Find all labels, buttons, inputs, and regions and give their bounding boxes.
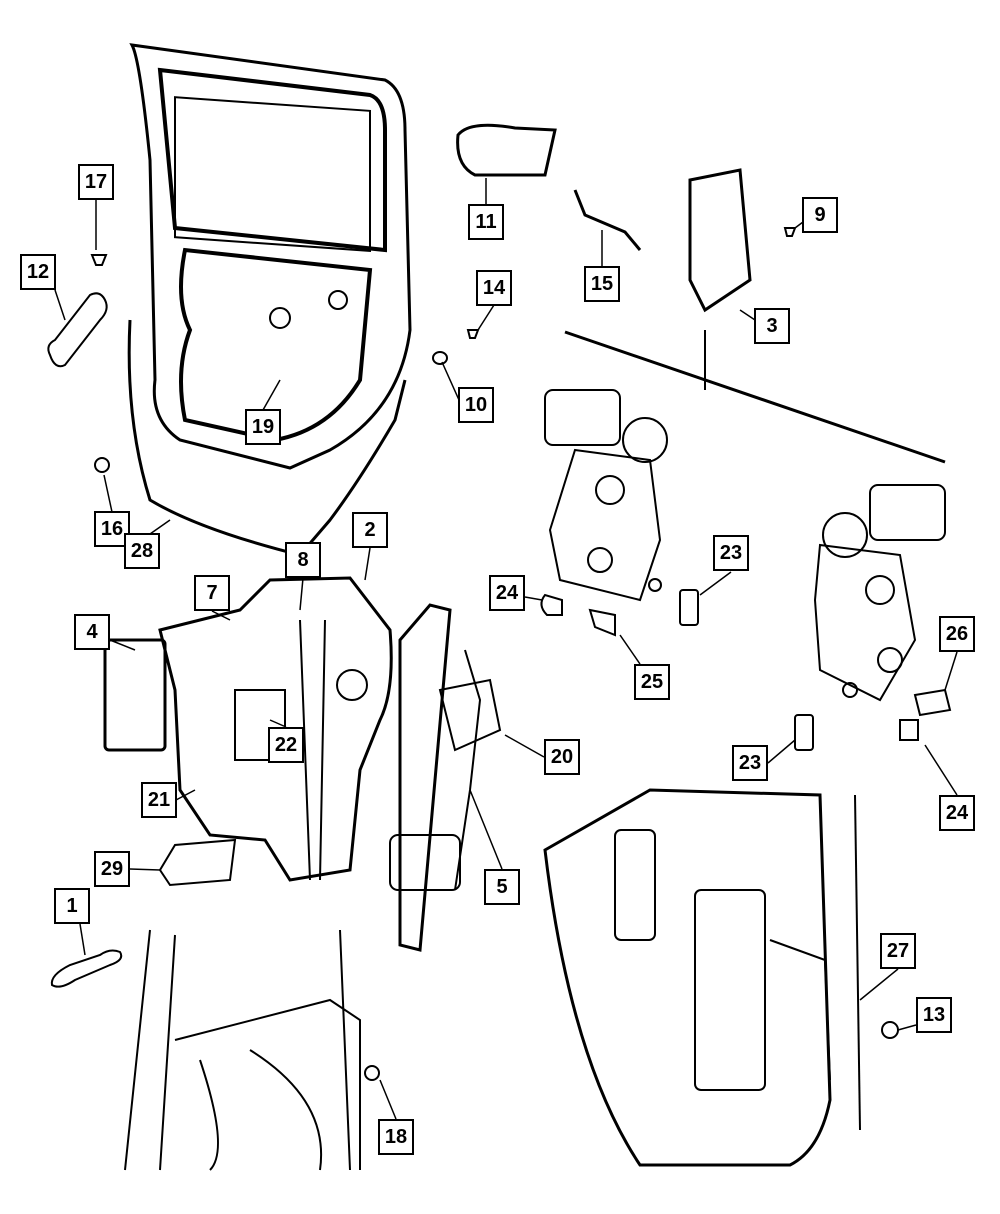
callout-8[interactable]: 8	[285, 542, 321, 578]
callout-9[interactable]: 9	[802, 197, 838, 233]
window-motor-right	[813, 484, 946, 702]
part-15-rod	[573, 189, 642, 251]
part-3-latch	[688, 168, 752, 313]
part-9-screw	[783, 227, 797, 237]
door-frame-upper	[129, 43, 412, 470]
callout-26[interactable]: 26	[939, 616, 975, 652]
part-29-switch	[158, 838, 237, 887]
callout-1[interactable]: 1	[54, 888, 90, 924]
window-motor-left	[544, 389, 668, 602]
window-regulator	[389, 603, 502, 952]
callout-27[interactable]: 27	[880, 933, 916, 969]
callout-29[interactable]: 29	[94, 851, 130, 887]
callout-4[interactable]: 4	[74, 614, 110, 650]
door-frame-lower-right	[543, 788, 861, 1167]
callout-28[interactable]: 28	[124, 533, 160, 569]
divider-line	[564, 330, 946, 464]
callout-3[interactable]: 3	[754, 308, 790, 344]
callout-21[interactable]: 21	[141, 782, 177, 818]
door-frame-lower-left	[124, 929, 361, 1171]
callout-15[interactable]: 15	[584, 266, 620, 302]
part-11-handle	[456, 123, 557, 177]
callout-25[interactable]: 25	[634, 664, 670, 700]
carrier-plate	[103, 576, 393, 882]
callout-19[interactable]: 19	[245, 409, 281, 445]
callout-10[interactable]: 10	[458, 387, 494, 423]
callout-24[interactable]: 24	[939, 795, 975, 831]
callout-17[interactable]: 17	[78, 164, 114, 200]
callout-18[interactable]: 18	[378, 1119, 414, 1155]
part-10-plug	[432, 351, 448, 365]
part-14-screw	[466, 329, 480, 339]
callout-5[interactable]: 5	[484, 869, 520, 905]
callout-14[interactable]: 14	[476, 270, 512, 306]
leader-lines	[54, 178, 958, 1120]
callout-11[interactable]: 11	[468, 204, 504, 240]
callout-12[interactable]: 12	[20, 254, 56, 290]
callout-23[interactable]: 23	[713, 535, 749, 571]
callout-13[interactable]: 13	[916, 997, 952, 1033]
callout-22[interactable]: 22	[268, 727, 304, 763]
callout-23[interactable]: 23	[732, 745, 768, 781]
door-seal	[127, 319, 407, 557]
callout-2[interactable]: 2	[352, 512, 388, 548]
callout-20[interactable]: 20	[544, 739, 580, 775]
clips	[364, 589, 952, 1081]
callout-24[interactable]: 24	[489, 575, 525, 611]
parts-small-left	[47, 254, 123, 988]
callout-7[interactable]: 7	[194, 575, 230, 611]
